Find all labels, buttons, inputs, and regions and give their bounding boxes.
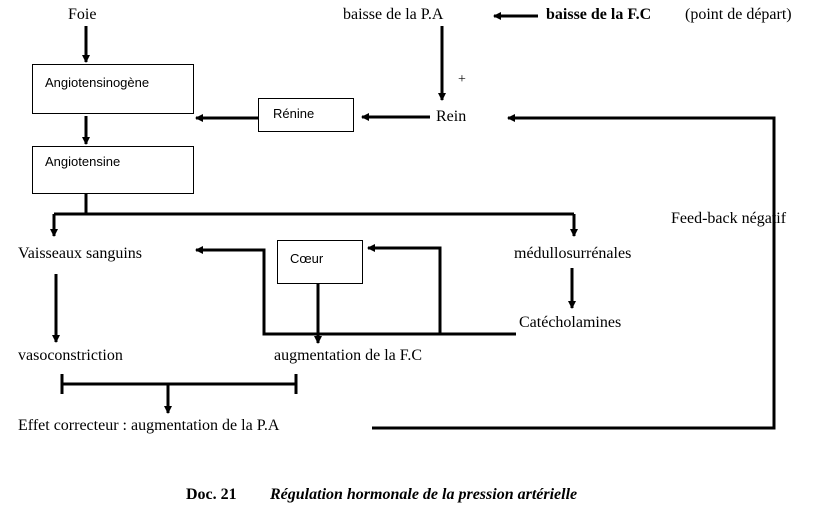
vasoconstriction-label: vasoconstriction [18,347,123,364]
renine-box [258,98,354,132]
arrow-feedback-loop [372,114,776,430]
catecho-label: Catécholamines [519,314,622,331]
medullo-label: médullosurrénales [514,245,632,262]
caption-title: Régulation hormonale de la pression arté… [270,486,578,503]
rein-label: Rein [436,108,467,125]
baisse-pa-label: baisse de la P.A [343,6,444,23]
angiotensinogene-label: Angiotensinogène [45,75,150,90]
effet-label: Effet correcteur : augmentation de la P.… [18,417,280,434]
augmentation-fc-label: augmentation de la F.C [274,347,423,364]
angiotensine-box [32,146,194,194]
coeur-label: Cœur [290,251,324,266]
coeur-box [277,240,363,284]
vaisseaux-label: Vaisseaux sanguins [18,245,142,262]
renine-label: Rénine [273,106,315,121]
plus-sign: + [458,72,466,87]
angiotensinogene-box [32,64,194,114]
baisse-fc-label: baisse de la F.C [546,6,652,23]
caption-doc: Doc. 21 [186,486,237,503]
feedback-label: Feed-back négatif [671,210,787,227]
angiotensine-label: Angiotensine [45,154,121,169]
point-depart-label: (point de départ) [685,6,792,23]
arrow-catecho-to-vaisseaux [195,246,516,336]
foie-label: Foie [68,6,97,23]
arrow-catecho-to-coeur [367,244,442,334]
